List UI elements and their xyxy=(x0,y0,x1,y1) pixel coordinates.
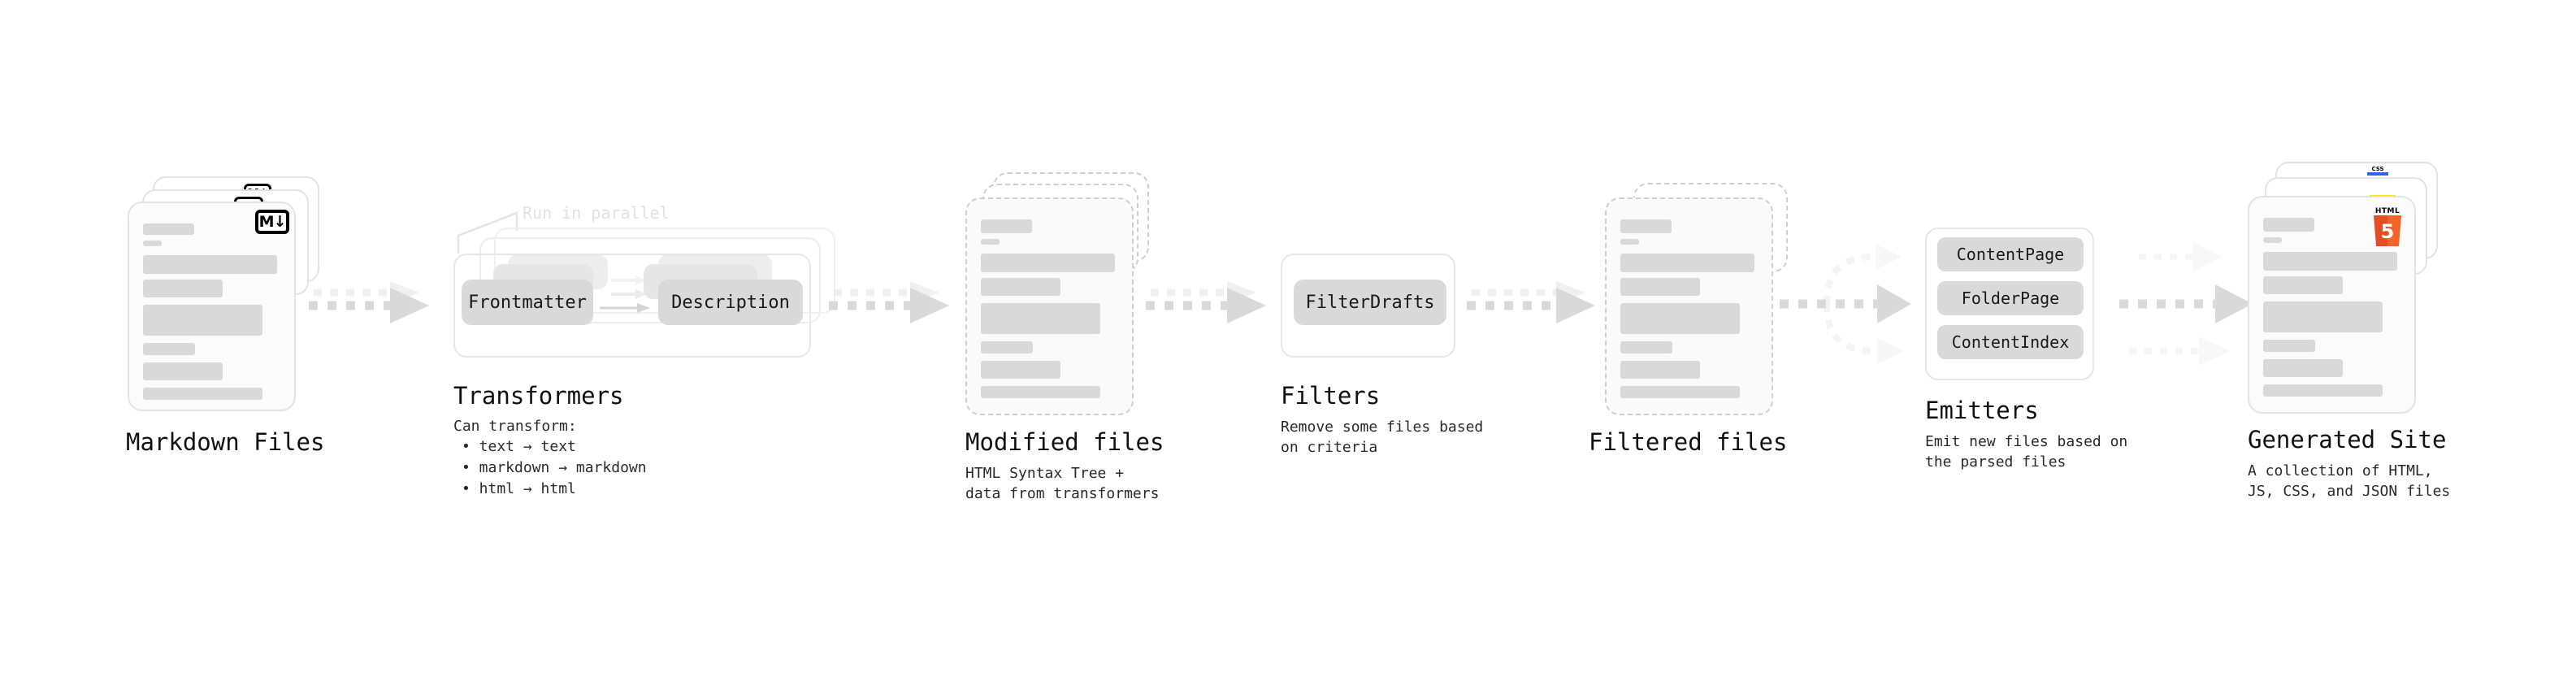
skeleton-block xyxy=(1620,361,1700,379)
transformer-pill-description[interactable]: Description xyxy=(658,280,803,325)
arrow-markdown-to-transformers xyxy=(309,281,429,323)
stage-title-markdown-files: Markdown Files xyxy=(126,428,325,456)
skeleton-subtitle xyxy=(981,239,1000,245)
skeleton-subtitle xyxy=(1620,239,1639,245)
transformers-bullet-1: • markdown → markdown xyxy=(462,459,647,476)
filter-pill-filterdrafts[interactable]: FilterDrafts xyxy=(1294,280,1446,325)
modified-subtitle-0: HTML Syntax Tree + xyxy=(965,465,1125,482)
skeleton-block xyxy=(2263,384,2383,397)
html5-badge-label: HTML xyxy=(2374,207,2400,215)
emitters-box xyxy=(1925,228,2094,380)
skeleton-title xyxy=(981,219,1032,233)
css-badge: CSS xyxy=(2367,166,2388,176)
skeleton-block xyxy=(1620,341,1672,354)
transformer-box-front xyxy=(453,254,811,358)
html5-shield-icon xyxy=(2374,215,2401,246)
run-in-parallel-label: Run in parallel xyxy=(523,203,670,223)
emitters-subtitle-1: the parsed files xyxy=(1925,453,2066,471)
emitters-subtitle-0: Emit new files based on xyxy=(1925,433,2128,450)
skeleton-block xyxy=(981,278,1060,296)
skeleton-title xyxy=(2263,218,2314,232)
stage-title-modified-files: Modified files xyxy=(965,428,1164,456)
skeleton-subtitle xyxy=(143,241,162,246)
skeleton-title xyxy=(1620,219,1672,233)
skeleton-block xyxy=(2263,359,2343,377)
html5-badge: HTML xyxy=(2374,207,2401,246)
modified-subtitle-1: data from transformers xyxy=(965,485,1160,502)
transformer-inner-arrows xyxy=(600,275,650,313)
skeleton-block xyxy=(981,254,1115,272)
skeleton-block xyxy=(981,303,1100,334)
stage-title-transformers: Transformers xyxy=(453,382,624,410)
transformers-bullet-0: • text → text xyxy=(462,438,576,455)
arrow-emitters-to-site xyxy=(2119,242,2253,366)
skeleton-block xyxy=(981,341,1033,354)
skeleton-block xyxy=(981,361,1060,379)
arrow-transformers-to-modified xyxy=(829,281,949,323)
arrow-modified-to-filters xyxy=(1146,281,1266,323)
skeleton-block xyxy=(2263,301,2383,332)
skeleton-block xyxy=(143,280,223,297)
arrow-filtered-to-emitters xyxy=(1780,244,1911,364)
transformers-bullet-2: • html → html xyxy=(462,480,576,497)
skeleton-block xyxy=(143,388,262,400)
css-badge-label: CSS xyxy=(2371,166,2384,172)
stage-title-generated-site: Generated Site xyxy=(2248,426,2447,453)
stage-title-emitters: Emitters xyxy=(1925,397,2039,424)
emitter-pill-folderpage[interactable]: FolderPage xyxy=(1937,281,2084,315)
skeleton-block xyxy=(143,362,223,380)
css-badge-bar xyxy=(2367,172,2388,176)
arrow-filters-to-filtered xyxy=(1467,281,1595,323)
filters-subtitle-0: Remove some files based xyxy=(1281,419,1484,436)
skeleton-block xyxy=(2263,252,2397,271)
stage-title-filters: Filters xyxy=(1281,382,1381,410)
skeleton-block xyxy=(2263,276,2343,294)
skeleton-block xyxy=(1620,254,1754,272)
transformer-pill-frontmatter[interactable]: Frontmatter xyxy=(462,280,593,325)
skeleton-block xyxy=(143,255,277,274)
skeleton-block xyxy=(143,305,262,336)
filters-subtitle-1: on criteria xyxy=(1281,439,1378,456)
emitter-pill-contentindex[interactable]: ContentIndex xyxy=(1937,325,2084,359)
skeleton-block xyxy=(1620,278,1700,296)
skeleton-subtitle xyxy=(2263,237,2282,243)
emitter-pill-contentpage[interactable]: ContentPage xyxy=(1937,237,2084,271)
stage-title-filtered-files: Filtered files xyxy=(1589,428,1788,456)
markdown-badge: M↓ xyxy=(255,210,289,234)
skeleton-block xyxy=(1620,386,1740,398)
skeleton-block xyxy=(143,343,195,355)
transformers-subtitle: Can transform: xyxy=(453,418,577,435)
site-subtitle-0: A collection of HTML, xyxy=(2248,462,2433,479)
skeleton-block xyxy=(981,386,1100,398)
skeleton-title xyxy=(143,223,194,235)
site-subtitle-1: JS, CSS, and JSON files xyxy=(2248,483,2451,500)
skeleton-block xyxy=(2263,340,2315,352)
filters-box xyxy=(1281,254,1455,358)
skeleton-block xyxy=(1620,303,1740,334)
run-in-parallel-bracket xyxy=(457,211,518,254)
